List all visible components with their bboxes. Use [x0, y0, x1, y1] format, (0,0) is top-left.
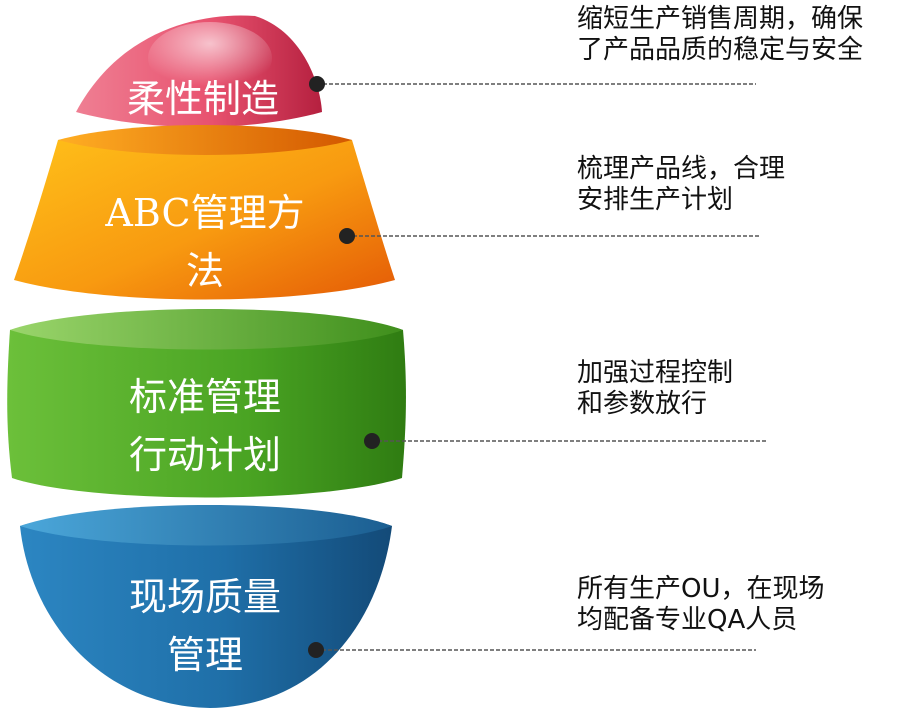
connector-abc — [339, 228, 760, 244]
layer-onsite-quality: 现场质量 管理 — [20, 505, 392, 708]
description-standard: 加强过程控制 和参数放行 — [577, 358, 733, 420]
description-quality: 所有生产OU，在现场 均配备专业QA人员 — [577, 574, 825, 636]
connector-dot — [339, 228, 355, 244]
description-line: 和参数放行 — [577, 389, 708, 419]
connector-standard — [364, 433, 768, 449]
description-line: 均配备专业QA人员 — [577, 605, 798, 635]
description-line: 了产品品质的稳定与安全 — [577, 35, 864, 65]
layer-label-line: ABC管理方 — [104, 191, 304, 235]
description-line: 加强过程控制 — [577, 358, 734, 388]
layer-label-line: 管理 — [167, 633, 243, 677]
layer-label-line: 行动计划 — [129, 433, 281, 477]
connector-dot — [364, 433, 380, 449]
layer-label-line: 柔性制造 — [127, 77, 279, 121]
connector-quality — [308, 642, 756, 658]
connector-dot — [308, 642, 324, 658]
description-abc: 梳理产品线，合理 安排生产计划 — [577, 154, 785, 216]
description-line: 梳理产品线，合理 — [577, 154, 786, 184]
description-line: 缩短生产销售周期，确保 — [577, 4, 864, 34]
layer-label-line: 标准管理 — [129, 375, 281, 419]
layer-flexible-manufacturing: 柔性制造 — [76, 15, 322, 127]
layer-standard-management: 标准管理 行动计划 — [7, 309, 406, 498]
layer-label-line: 现场质量 — [129, 575, 281, 619]
layer-abc-management: ABC管理方 法 — [14, 125, 395, 300]
connector-flexible — [309, 76, 756, 92]
description-line: 安排生产计划 — [577, 185, 734, 215]
description-line: 所有生产OU，在现场 — [577, 574, 825, 604]
description-flexible: 缩短生产销售周期，确保 了产品品质的稳定与安全 — [577, 4, 863, 66]
connector-dot — [309, 76, 325, 92]
layer-label-line: 法 — [186, 249, 224, 293]
